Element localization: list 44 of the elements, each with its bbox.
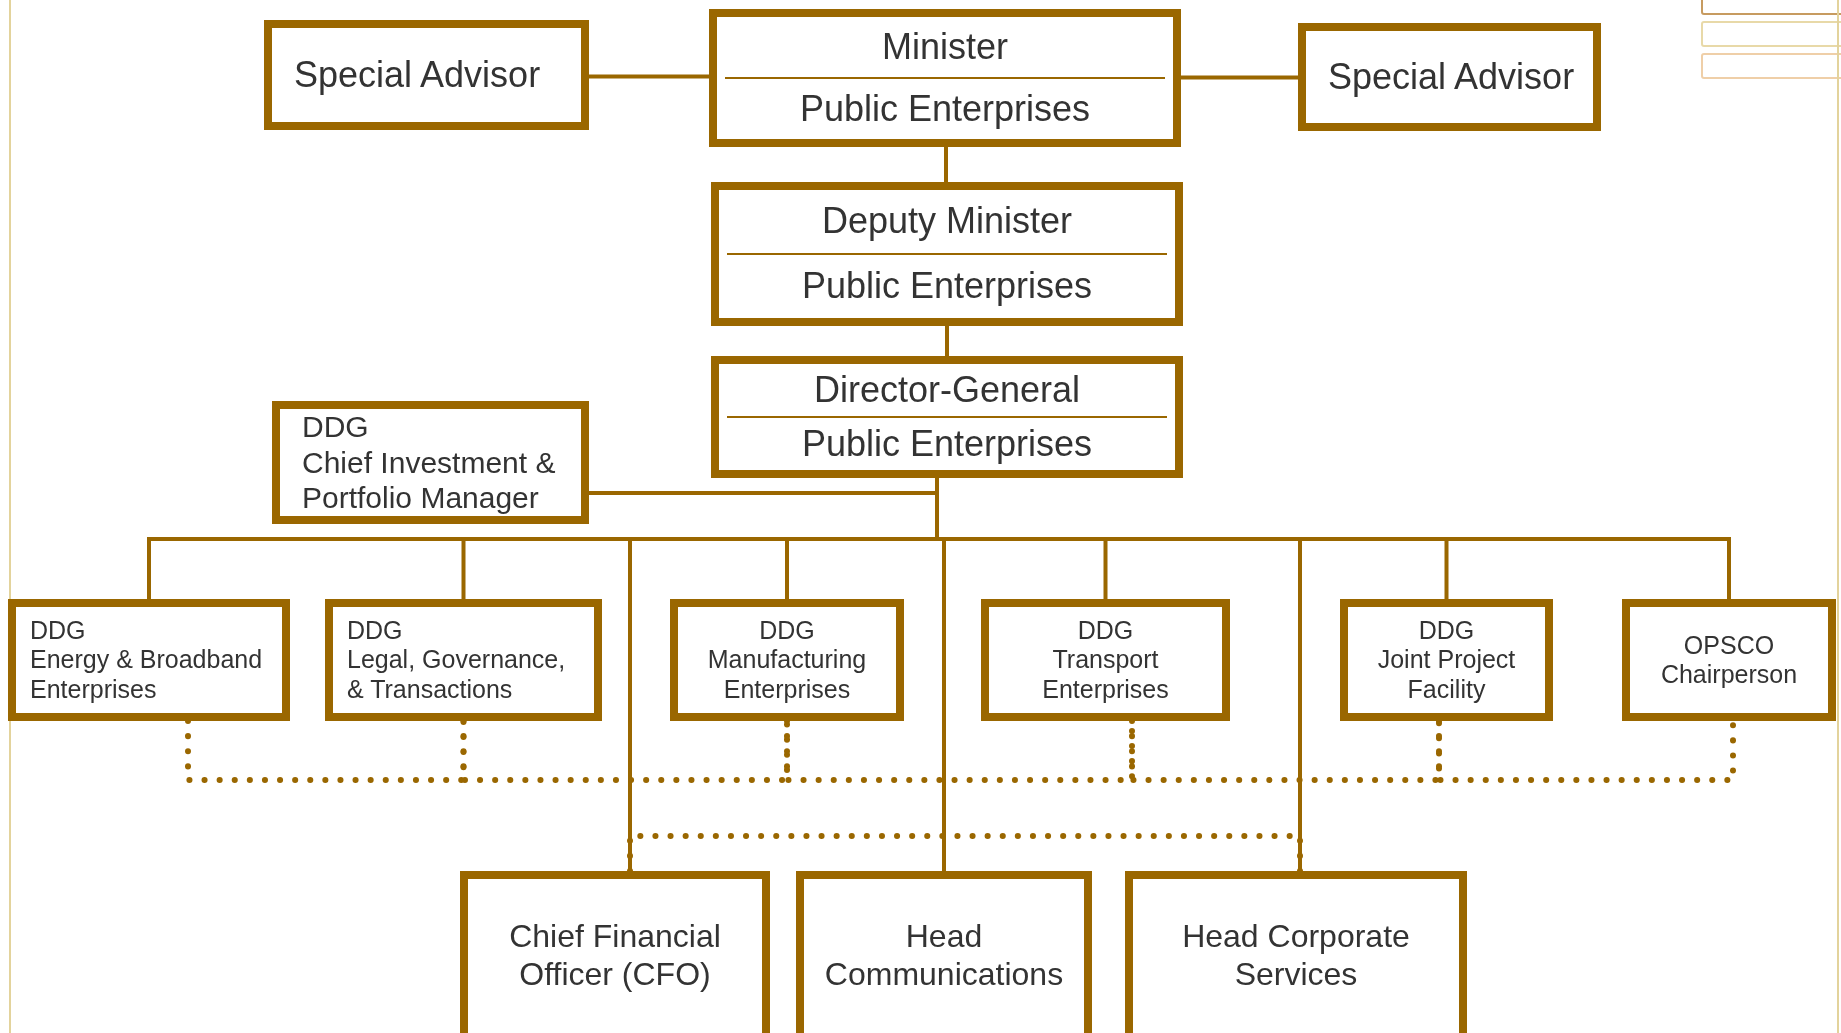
role-title: Chief Financial Officer (CFO) bbox=[508, 918, 722, 994]
role-box bbox=[1298, 23, 1601, 131]
role-box bbox=[264, 20, 589, 130]
connector-line bbox=[1181, 75, 1298, 80]
role-title: Special Advisor bbox=[1328, 55, 1576, 99]
role-title: Deputy Minister bbox=[820, 199, 1074, 244]
role-box bbox=[325, 599, 602, 721]
role-box bbox=[1622, 599, 1836, 721]
role-subtitle: Public Enterprises bbox=[800, 421, 1094, 466]
role-title: Special Advisor bbox=[294, 53, 542, 97]
role-box bbox=[1340, 599, 1553, 721]
role-title: Minister bbox=[881, 24, 1009, 69]
role-box bbox=[670, 599, 904, 721]
role-box bbox=[1125, 871, 1467, 1033]
role-box bbox=[272, 401, 589, 524]
role-box bbox=[8, 599, 290, 721]
connector-line bbox=[589, 74, 709, 79]
dotted-connector bbox=[627, 833, 1303, 874]
role-box bbox=[709, 9, 1181, 147]
role-subtitle: Legal, Governance, & Transactions bbox=[347, 645, 567, 705]
role-subtitle: Energy & Broadband Enterprises bbox=[30, 645, 264, 705]
role-box bbox=[981, 599, 1230, 721]
connector-line bbox=[944, 147, 948, 182]
role-subtitle: Chief Investment & Portfolio Manager bbox=[302, 444, 557, 516]
role-box bbox=[711, 356, 1183, 478]
connector-line bbox=[945, 326, 949, 356]
role-title: OPSCO Chairperson bbox=[1659, 630, 1799, 690]
role-subtitle: Transport Enterprises bbox=[1041, 645, 1170, 705]
role-title: DDG bbox=[1076, 615, 1135, 646]
role-subtitle: Joint Project Facility bbox=[1376, 645, 1517, 705]
role-title: DDG bbox=[1417, 615, 1476, 646]
role-subtitle: Manufacturing Enterprises bbox=[706, 645, 868, 705]
role-title: Director-General bbox=[812, 367, 1082, 412]
role-box bbox=[711, 182, 1183, 326]
role-title: DDG bbox=[302, 409, 370, 445]
role-subtitle: Public Enterprises bbox=[800, 264, 1094, 309]
role-title: DDG bbox=[30, 615, 87, 646]
role-box bbox=[796, 871, 1092, 1033]
role-title: DDG bbox=[347, 615, 404, 646]
role-title: DDG bbox=[758, 615, 816, 646]
role-title: Head Corporate Services bbox=[1181, 918, 1411, 994]
role-subtitle: Public Enterprises bbox=[798, 86, 1092, 131]
role-title: Head Communications bbox=[823, 918, 1065, 994]
role-box bbox=[460, 871, 770, 1033]
